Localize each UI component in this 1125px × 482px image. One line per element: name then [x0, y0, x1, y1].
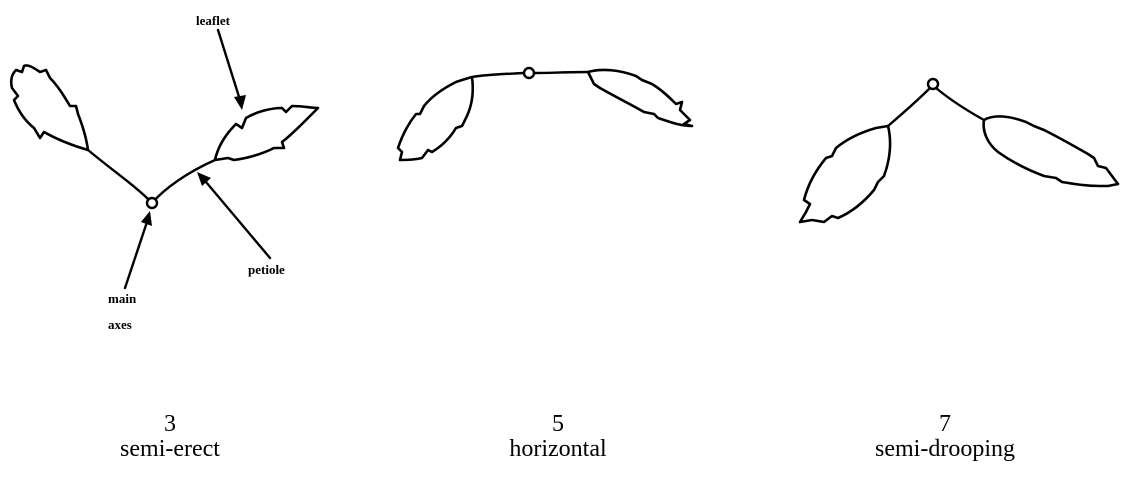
main-axes-callout-line1: main	[108, 291, 137, 306]
right-leaflet	[982, 115, 1120, 188]
main-axis-node	[145, 196, 159, 210]
right-leaflet	[586, 68, 694, 128]
main-axes-arrowhead	[141, 211, 152, 226]
leaflet-arrow	[216, 28, 242, 102]
petiole-callout: petiole	[248, 262, 285, 277]
attitude-label: horizontal	[509, 436, 607, 462]
attitude-label: semi-drooping	[875, 436, 1015, 462]
left-leaflet	[798, 124, 892, 224]
petiole-arrowhead	[197, 172, 211, 186]
right-petiole	[934, 86, 986, 122]
left-leaflet	[396, 75, 475, 162]
main-axes-callout-line2: axes	[108, 317, 132, 332]
score-3: 3	[164, 411, 176, 437]
main-axis-node	[926, 77, 940, 91]
petiole-arrow	[204, 180, 272, 260]
left-petiole	[470, 71, 526, 79]
main-axis-node	[522, 66, 536, 80]
panel-semi-drooping-drawing	[798, 77, 1120, 224]
score-5: 5	[552, 411, 564, 437]
panel-semi-erect-drawing: leaflet petiole main axes	[9, 13, 320, 332]
left-petiole	[86, 148, 154, 205]
leaflet-callout: leaflet	[196, 13, 231, 28]
main-axes-arrow	[123, 220, 149, 290]
right-leaflet	[213, 104, 320, 162]
left-leaflet	[9, 64, 90, 152]
right-petiole	[532, 70, 590, 75]
caption-semi-drooping: 7 semi-drooping	[815, 412, 1075, 462]
score-7: 7	[939, 411, 951, 437]
caption-semi-erect: 3 semi-erect	[40, 412, 300, 462]
panel-horizontal-drawing	[396, 66, 694, 162]
left-petiole	[886, 86, 932, 128]
attitude-label: semi-erect	[120, 436, 220, 462]
leaflet-arrowhead	[234, 95, 246, 110]
caption-horizontal: 5 horizontal	[428, 412, 688, 462]
